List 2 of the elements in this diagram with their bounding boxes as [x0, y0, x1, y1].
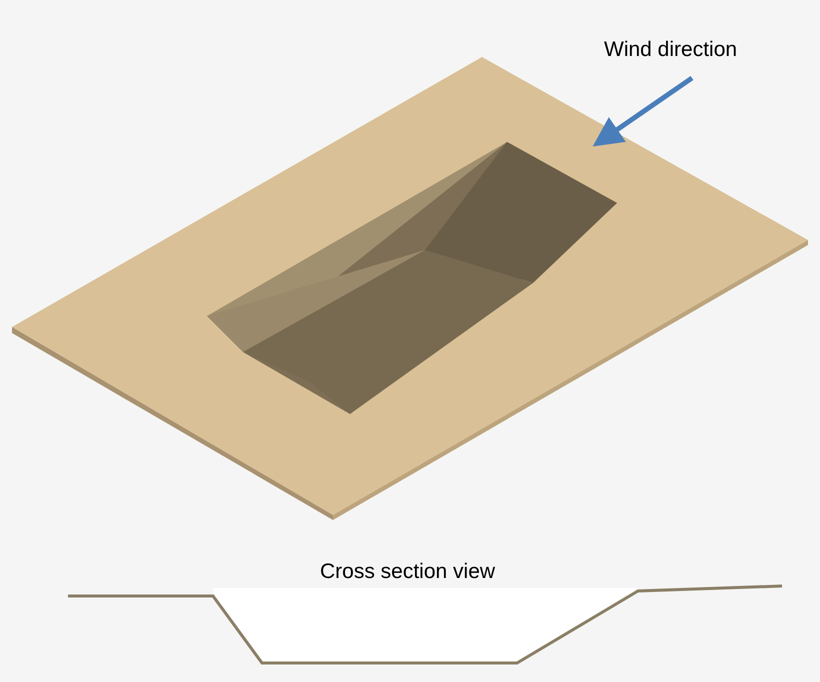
- view-label: Wind direction: [604, 37, 738, 63]
- view-label: Cross section view: [320, 559, 496, 585]
